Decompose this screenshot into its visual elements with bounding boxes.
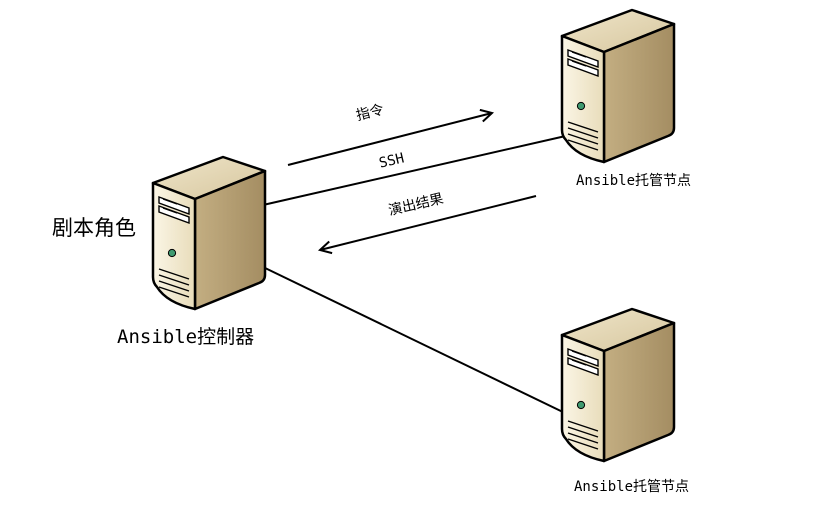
server-icon xyxy=(560,307,676,463)
connection-line-top xyxy=(262,134,571,206)
server-icon xyxy=(560,8,676,164)
role-label: 剧本角色 xyxy=(52,216,136,240)
server-icon xyxy=(151,155,267,311)
controller-label: Ansible控制器 xyxy=(117,326,255,348)
arrow-left-icon xyxy=(320,195,537,250)
connection-line-bottom xyxy=(262,266,568,415)
managed-node-label-top: Ansible托管节点 xyxy=(576,173,692,189)
arrow-right-icon xyxy=(287,113,492,166)
managed-node-label-bottom: Ansible托管节点 xyxy=(574,479,690,495)
